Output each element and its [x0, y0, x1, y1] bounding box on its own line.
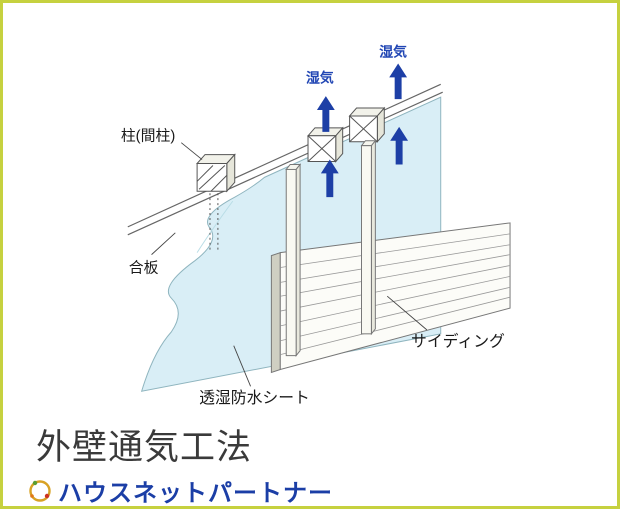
moisture-arrow: [316, 96, 335, 132]
stud-hidden-lines: [209, 193, 219, 253]
moisture-label-2: 湿気: [379, 44, 407, 60]
plywood-leader: [151, 232, 176, 255]
siding-leader: [386, 295, 428, 331]
wall-ventilation-diagram: 湿気 湿気 柱(間柱) 合板 透湿防水シート サイディング: [121, 44, 511, 407]
page-title: 外壁通気工法: [36, 428, 253, 467]
sheet-leader: [233, 345, 251, 387]
plywood-label: 合板: [129, 258, 159, 276]
moisture-label-1: 湿気: [306, 69, 334, 85]
siding-label: サイディング: [411, 332, 505, 351]
siding-board-lines: [280, 233, 511, 356]
leader-lines: [151, 142, 428, 387]
moisture-arrows: [316, 63, 409, 198]
siding-left-edge: [270, 251, 281, 374]
sheet-label: 透湿防水シート: [199, 389, 310, 407]
siding-panel: [270, 222, 511, 374]
brand-logo-icon: [29, 479, 51, 502]
top-rail-lines: [127, 83, 443, 236]
moisture-arrow: [390, 126, 409, 165]
furring-strip-2: [360, 139, 377, 336]
pillar-label: 柱(間柱): [121, 128, 175, 145]
rail-box-1: [306, 126, 344, 163]
brand-row: ハウスネットパートナー: [27, 473, 333, 507]
furring-strip-1: [285, 163, 302, 358]
moisture-arrow: [389, 63, 408, 100]
moisture-arrow: [320, 159, 339, 198]
sheet-fold-line: [196, 200, 234, 253]
pillar-leader: [180, 142, 203, 160]
stud-cross-section: [196, 153, 236, 193]
rail-box-2: [348, 106, 386, 144]
brand-name: ハウスネットパートナー: [58, 480, 333, 507]
